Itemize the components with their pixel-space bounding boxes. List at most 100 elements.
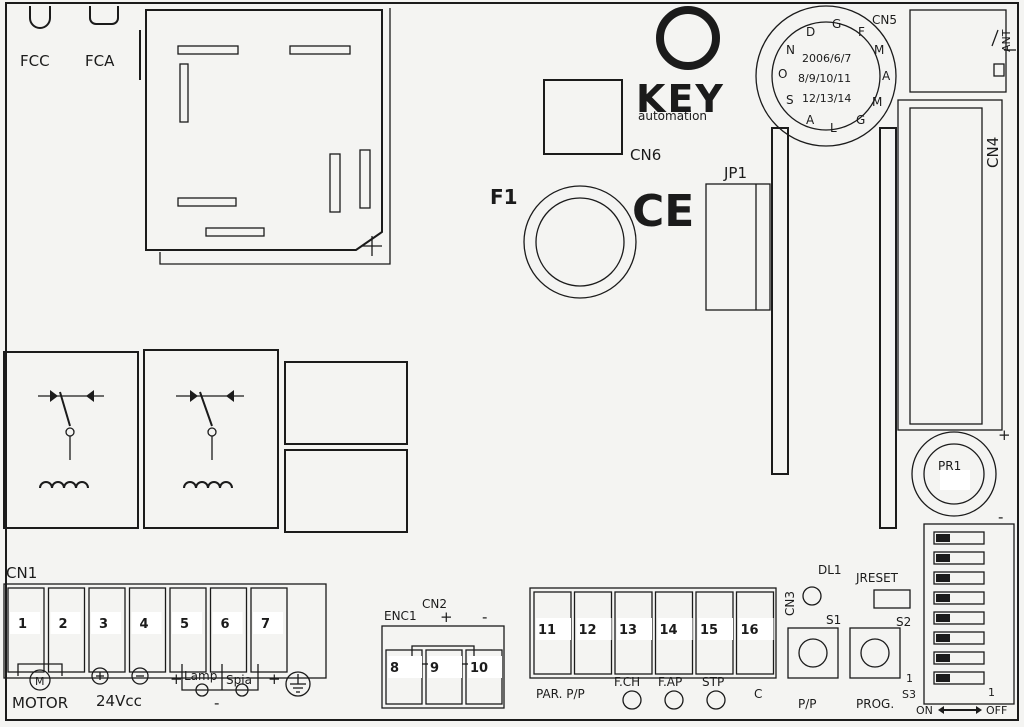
relay-2 [143, 349, 279, 529]
s1-label: S1 [826, 613, 841, 627]
dial-year-3: 12/13/14 [802, 92, 851, 105]
dip-switch-slot[interactable] [933, 671, 985, 685]
dip-switch-slot[interactable] [933, 591, 985, 605]
terminal-number: 16 [741, 623, 759, 638]
dial-ring-letters: D G F M A M G L A S O N [778, 17, 891, 135]
pp-button[interactable] [787, 627, 839, 679]
board-outline [5, 2, 1019, 721]
cn3-label: CN3 [783, 591, 797, 616]
terminal-label-bg [172, 612, 202, 634]
dip-switch-slot[interactable] [933, 571, 985, 585]
dip-switch-lever [936, 534, 950, 542]
lamp-label: Lamp [184, 669, 217, 683]
terminal-number: 12 [579, 623, 597, 638]
cn4-connector [897, 99, 1003, 431]
terminal-number: 5 [180, 617, 189, 632]
off-label: OFF [986, 704, 1007, 717]
fuse-f1 [523, 185, 637, 299]
terminal-number: 14 [660, 623, 678, 638]
capacitor-block-top [284, 361, 408, 445]
dial-letter: S [786, 93, 794, 107]
motor-label: MOTOR [12, 694, 68, 712]
on-label: ON [916, 704, 933, 717]
terminal-number: 11 [538, 623, 556, 638]
prog-button[interactable] [849, 627, 901, 679]
terminal-label-bg [657, 618, 693, 640]
code-dial [755, 5, 897, 147]
cn1-label: CN1 [6, 564, 37, 582]
terminal-cell [169, 587, 207, 673]
terminal-number: 13 [619, 623, 637, 638]
earth-symbol [285, 671, 311, 697]
terminal-number: 9 [430, 661, 439, 676]
lamp-plus: + [170, 670, 183, 688]
s3-one-label-2: 1 [988, 686, 995, 699]
pr1-label: PR1 [938, 459, 961, 473]
fcc-connector [29, 6, 51, 29]
cn5-label: CN5 [872, 13, 897, 27]
ce-mark: CE [632, 186, 694, 237]
dip-switch-lever [936, 674, 950, 682]
dip-switch-slot[interactable] [933, 531, 985, 545]
terminal-label-bg [617, 618, 652, 640]
fca-label: FCA [85, 52, 115, 70]
terminal-label-bg [468, 656, 502, 678]
motor-letter: M [35, 675, 45, 688]
dial-letter: D [806, 25, 815, 39]
enc1-plus: + [440, 608, 453, 626]
dial-letter: M [874, 43, 884, 57]
cn2-label: CN2 [422, 597, 447, 611]
prog-label: PROG. [856, 697, 894, 711]
s3-one-label: 1 [906, 672, 913, 685]
dl1-label: DL1 [818, 563, 842, 577]
on-off-arrow-icon [938, 706, 982, 714]
dip-switch-slot[interactable] [933, 611, 985, 625]
terminal-number: 10 [470, 661, 488, 676]
fch-label: F.CH [614, 675, 640, 689]
spia-label: Spia [226, 673, 252, 687]
terminal-label-bg [536, 618, 571, 640]
terminal-number: 1 [18, 617, 27, 632]
terminal-label-bg [91, 612, 121, 634]
jreset-jumper[interactable] [873, 589, 911, 609]
f1-label: F1 [490, 185, 518, 209]
jreset-label: JRESET [855, 571, 899, 585]
ant-label: ANT [1000, 29, 1013, 52]
fap-label: F.AP [658, 675, 682, 689]
terminal-label-bg [131, 612, 162, 634]
par-pp-label: PAR. P/P [536, 687, 585, 701]
pr1-minus: - [998, 508, 1003, 526]
terminal-label-bg [576, 618, 612, 640]
dial-letter: F [858, 25, 865, 39]
terminal-label-bg [50, 612, 81, 634]
dip-switch-s3[interactable] [923, 523, 1015, 705]
dip-switch-slot[interactable] [933, 651, 985, 665]
dip-switch-lever [936, 634, 950, 642]
terminal-cell [209, 587, 248, 673]
slot-left [771, 127, 789, 475]
relay-1 [3, 351, 139, 529]
dial-letter: G [832, 17, 841, 31]
terminal-cell [7, 587, 45, 673]
transformer [139, 8, 391, 265]
terminal-number: 4 [140, 617, 149, 632]
dip-switch-lever [936, 614, 950, 622]
dip-switch-slot[interactable] [933, 551, 985, 565]
pr1-plus: + [998, 426, 1011, 444]
terminal-label-bg [428, 656, 462, 678]
terminal-number: 2 [59, 617, 68, 632]
dip-switch-slot[interactable] [933, 631, 985, 645]
capacitor-block-bottom [284, 449, 408, 533]
jp1-label: JP1 [723, 164, 747, 182]
logo-subtext: automation [638, 109, 707, 123]
dial-letter: M [872, 95, 882, 109]
jp1-jumper [705, 183, 771, 311]
dip-switch-lever [936, 554, 950, 562]
terminal-label-bg [738, 618, 774, 640]
cn6-block [543, 79, 623, 155]
s3-label: S3 [902, 688, 916, 701]
c-label: C [754, 687, 762, 701]
